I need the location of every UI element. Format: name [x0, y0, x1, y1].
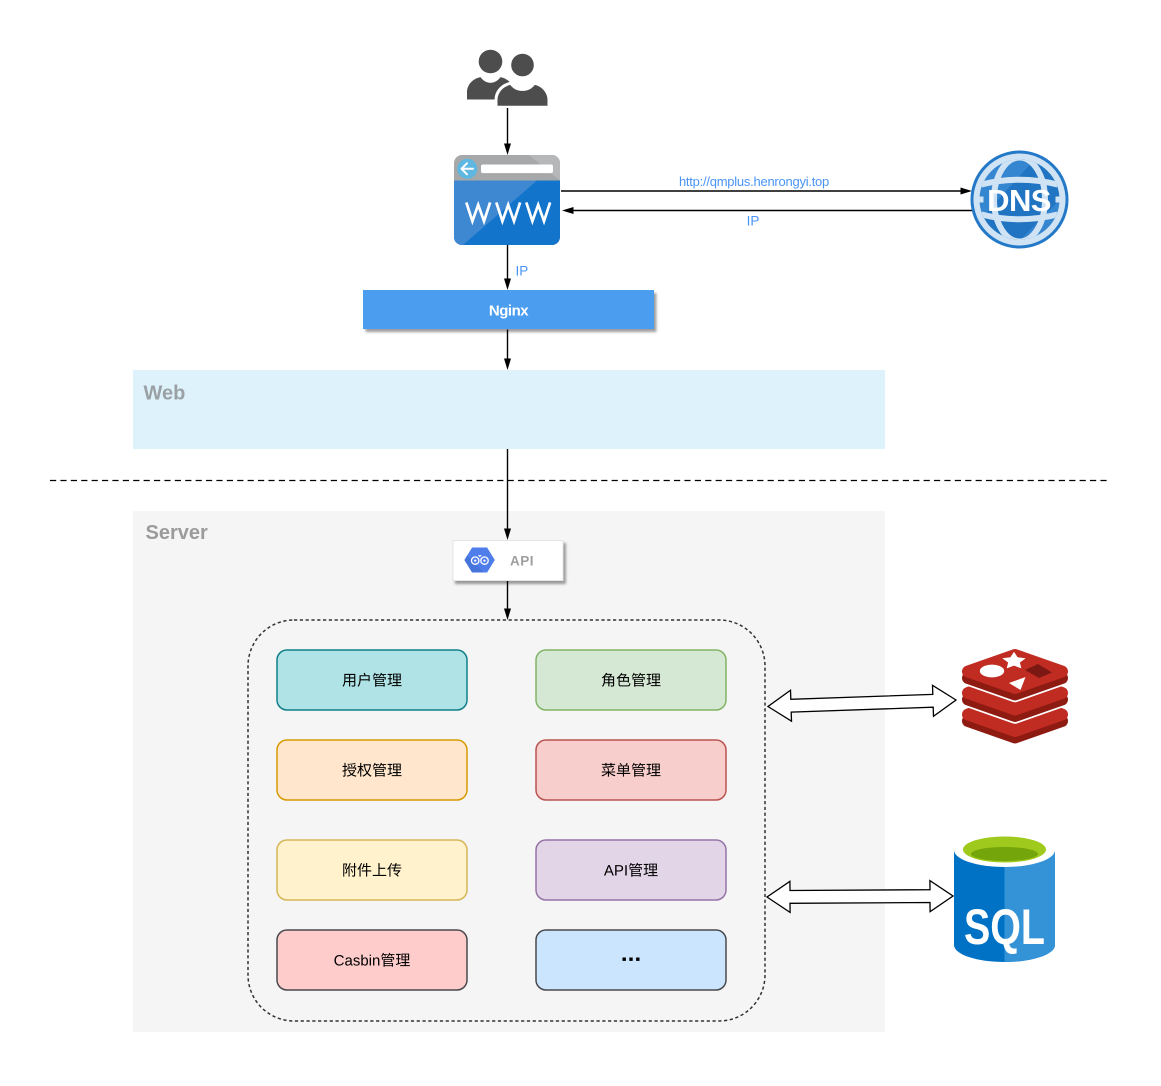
svg-text:IP: IP	[747, 213, 760, 228]
svg-text:DNS: DNS	[987, 183, 1051, 218]
svg-text:Server: Server	[146, 522, 208, 544]
svg-text:http://qmplus.henrongyi.top: http://qmplus.henrongyi.top	[679, 174, 829, 189]
svg-text:Nginx: Nginx	[489, 303, 529, 320]
svg-text:IP: IP	[516, 263, 529, 278]
svg-text:Web: Web	[144, 383, 186, 405]
svg-text:SQL: SQL	[964, 899, 1045, 955]
svg-text:API: API	[510, 554, 534, 569]
